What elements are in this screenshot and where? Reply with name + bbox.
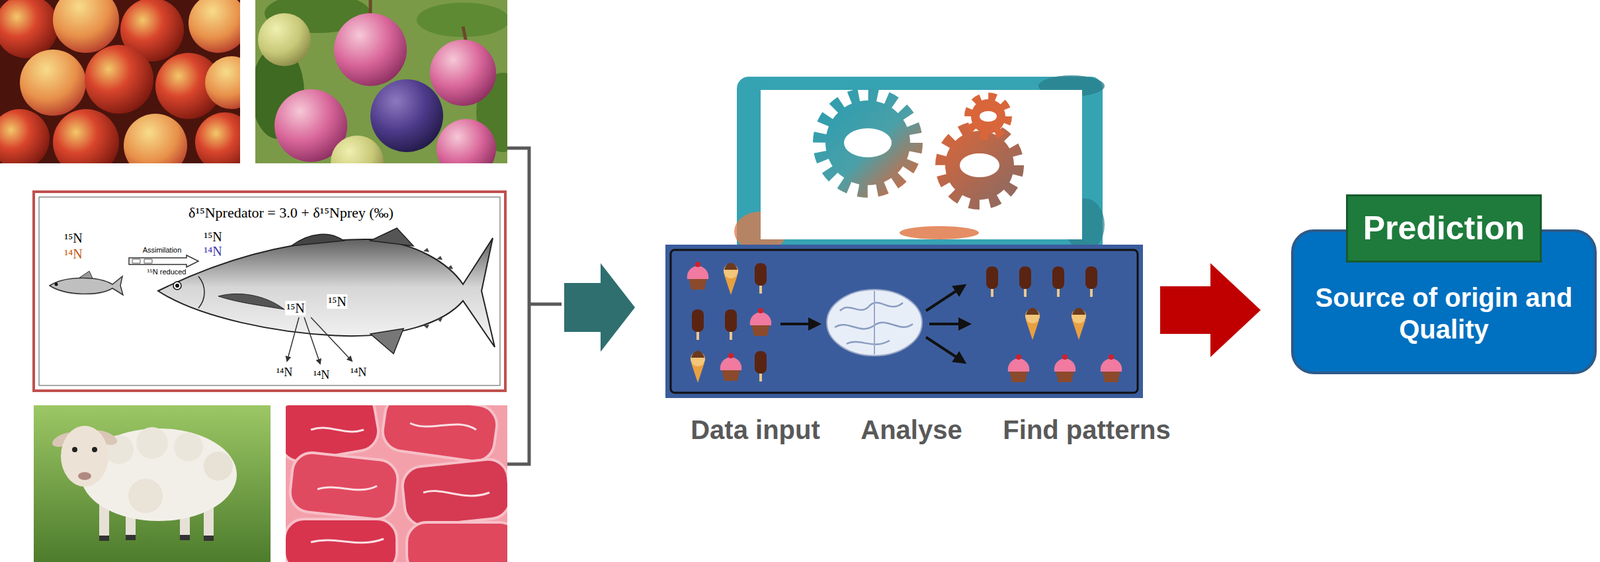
- step-caption: Data input: [690, 415, 821, 445]
- process-note: ¹⁵N reduced: [147, 267, 187, 276]
- prediction-tab: Prediction: [1346, 194, 1542, 263]
- step-caption: Analyse: [860, 415, 962, 445]
- process-note: Assimilation: [142, 246, 182, 254]
- isotope-label: ¹⁴N: [276, 366, 294, 380]
- isotope-label: ¹⁴N: [64, 246, 83, 262]
- plums-photo: [255, 0, 508, 164]
- monitor-icon: [734, 75, 1105, 256]
- meat-photo: [285, 405, 508, 562]
- isotope-label: ¹⁴N: [203, 244, 222, 259]
- output-arrow: [1160, 263, 1261, 358]
- isotope-label: ¹⁵N: [64, 230, 83, 246]
- bracket: [507, 148, 562, 465]
- isotope-label: ¹⁴N: [350, 366, 368, 380]
- trophic-formula: δ¹⁵Npredator = 3.0 + δ¹⁵Nprey (‰): [188, 205, 394, 221]
- isotope-label: ¹⁵N: [203, 229, 222, 245]
- fish-diagram: [33, 191, 506, 391]
- input-arrow: [564, 263, 635, 352]
- isotope-label: ¹⁵N: [285, 300, 306, 316]
- step-caption: Find patterns: [1002, 415, 1171, 445]
- ml-panel: [665, 244, 1143, 399]
- isotope-label: ¹⁵N: [326, 294, 348, 309]
- sheep-photo: [33, 405, 271, 562]
- prediction-heading: Prediction: [1363, 209, 1525, 249]
- prediction-box: Source of origin and QualityPrediction: [1291, 229, 1597, 375]
- isotope-label: ¹⁴N: [313, 369, 331, 383]
- prediction-body-text: Source of origin and Quality: [1309, 281, 1579, 346]
- apples-photo: [0, 0, 241, 164]
